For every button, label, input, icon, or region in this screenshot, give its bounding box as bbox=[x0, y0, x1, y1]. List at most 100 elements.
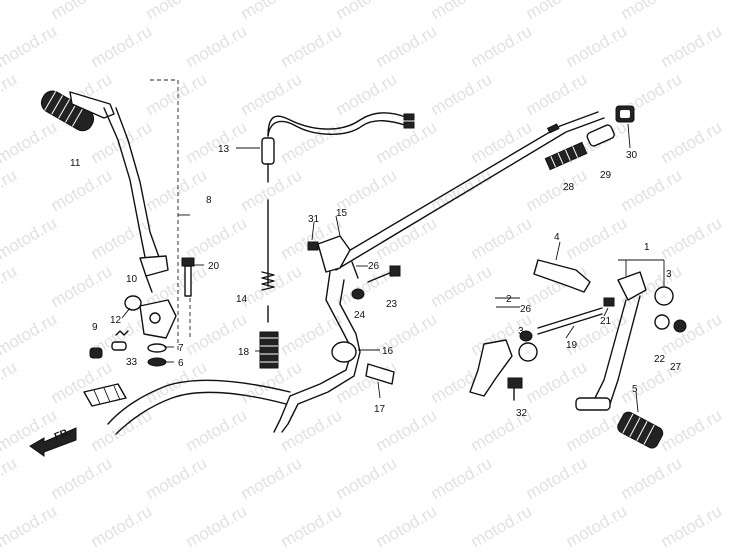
part-label-33: 33 bbox=[126, 357, 138, 368]
part-label-29: 29 bbox=[600, 170, 612, 181]
watermark-text: motod.ru bbox=[618, 165, 686, 215]
watermark-text: motod.ru bbox=[333, 0, 401, 23]
part-label-17: 17 bbox=[374, 404, 386, 415]
assembly-bracket-left bbox=[150, 79, 191, 350]
watermark-text: motod.ru bbox=[0, 69, 20, 119]
watermark-text: motod.ru bbox=[88, 21, 156, 71]
part-label-10: 10 bbox=[126, 274, 138, 285]
watermark-text: motod.ru bbox=[143, 69, 211, 119]
watermark-text: motod.ru bbox=[0, 261, 20, 311]
watermark-text: motod.ru bbox=[0, 309, 60, 359]
watermark-text: motod.ru bbox=[238, 69, 306, 119]
watermark-text: motod.ru bbox=[523, 453, 591, 503]
part-label-31: 31 bbox=[308, 214, 320, 225]
watermark-text: motod.ru bbox=[48, 453, 116, 503]
watermark-text: motod.ru bbox=[278, 405, 346, 455]
part-label-1: 1 bbox=[644, 242, 650, 253]
watermark-text: motod.ru bbox=[48, 261, 116, 311]
watermark-text: motod.ru bbox=[373, 21, 441, 71]
part-label-32: 32 bbox=[516, 408, 528, 419]
part-label-7: 7 bbox=[178, 343, 184, 354]
part-label-9: 9 bbox=[92, 322, 98, 333]
watermark-text: motod.ru bbox=[183, 21, 251, 71]
part-labels: 11 10 8 13 20 12 9 33 7 6 14 18 15 31 26… bbox=[70, 144, 682, 419]
part-label-3-upper: 3 bbox=[666, 269, 672, 280]
part-label-30: 30 bbox=[626, 150, 638, 161]
brake-rod-joint bbox=[586, 124, 615, 147]
watermark-text: motod.ru bbox=[278, 501, 346, 548]
part-label-22: 22 bbox=[654, 354, 666, 365]
watermark-text: motod.ru bbox=[278, 21, 346, 71]
part-label-3-lower: 3 bbox=[518, 326, 524, 337]
watermark-text: motod.ru bbox=[428, 261, 496, 311]
part-label-19: 19 bbox=[566, 340, 578, 351]
change-pedal-group bbox=[469, 259, 687, 449]
watermark-text: motod.ru bbox=[238, 165, 306, 215]
part-label-11: 11 bbox=[70, 158, 81, 169]
part-label-8: 8 bbox=[206, 195, 212, 206]
part-label-15: 15 bbox=[336, 208, 348, 219]
pinch-bolt bbox=[181, 257, 195, 297]
watermark-text: motod.ru bbox=[523, 69, 591, 119]
leader-lines bbox=[121, 123, 665, 413]
watermark-text: motod.ru bbox=[658, 21, 726, 71]
watermark-text: motod.ru bbox=[618, 0, 686, 23]
front-direction-arrow: FR. bbox=[29, 426, 77, 457]
part-label-14: 14 bbox=[236, 294, 248, 305]
watermark-text: motod.ru bbox=[0, 117, 60, 167]
watermark-text: motod.ru bbox=[238, 0, 306, 23]
watermark-text: motod.ru bbox=[468, 501, 536, 548]
watermark-text: motod.ru bbox=[428, 453, 496, 503]
watermark-text: motod.ru bbox=[0, 453, 20, 503]
kick-boss-assembly bbox=[89, 295, 177, 367]
adjusting-nut bbox=[615, 105, 635, 123]
part-label-21: 21 bbox=[600, 316, 612, 327]
watermark-text: motod.ru bbox=[373, 213, 441, 263]
part-label-28: 28 bbox=[563, 182, 575, 193]
part-label-4: 4 bbox=[554, 232, 560, 243]
brake-pedal-hardware bbox=[307, 241, 401, 300]
watermark-text: motod.ru bbox=[183, 213, 251, 263]
watermark-text: motod.ru bbox=[523, 0, 591, 23]
kick-starter-arm bbox=[40, 90, 169, 293]
part-label-6: 6 bbox=[178, 358, 184, 369]
watermark-text: motod.ru bbox=[373, 501, 441, 548]
watermark-text: motod.ru bbox=[618, 453, 686, 503]
watermark-text: motod.ru bbox=[658, 501, 726, 548]
watermark-text: motod.ru bbox=[0, 357, 20, 407]
watermark-text: motod.ru bbox=[658, 213, 726, 263]
watermark-text: motod.ru bbox=[658, 405, 726, 455]
watermark-text: motod.ru bbox=[88, 501, 156, 548]
rod-spring bbox=[544, 141, 588, 171]
part-label-20: 20 bbox=[208, 261, 220, 272]
watermark-text: motod.ru bbox=[278, 117, 346, 167]
part-label-16: 16 bbox=[382, 346, 394, 357]
watermark-text: motod.ru bbox=[468, 21, 536, 71]
watermark-text: motod.ru bbox=[88, 405, 156, 455]
part-label-13: 13 bbox=[218, 144, 230, 155]
watermark-text: motod.ru bbox=[333, 453, 401, 503]
watermark-text: motod.ru bbox=[563, 501, 631, 548]
part-label-5: 5 bbox=[632, 384, 638, 395]
watermark-text: motod.ru bbox=[658, 117, 726, 167]
brake-rod bbox=[329, 111, 605, 271]
watermark-text: motod.ru bbox=[428, 69, 496, 119]
watermark-text: motod.ru bbox=[468, 213, 536, 263]
brake-pedal bbox=[83, 235, 395, 435]
watermark-text: motod.ru bbox=[143, 453, 211, 503]
watermark-text: motod.ru bbox=[183, 405, 251, 455]
part-label-23: 23 bbox=[386, 299, 398, 310]
watermark-text: motod.ru bbox=[0, 501, 60, 548]
brake-switch-spring bbox=[261, 199, 275, 323]
watermark-text: motod.ru bbox=[0, 165, 20, 215]
watermark-text: motod.ru bbox=[143, 0, 211, 23]
watermark-text: motod.ru bbox=[48, 0, 116, 23]
watermark-text: motod.ru bbox=[0, 213, 60, 263]
watermark-text: motod.ru bbox=[563, 21, 631, 71]
part-label-2: 2 bbox=[506, 294, 512, 305]
watermark-text: motod.ru bbox=[0, 0, 20, 23]
watermark-text: motod.ru bbox=[143, 165, 211, 215]
